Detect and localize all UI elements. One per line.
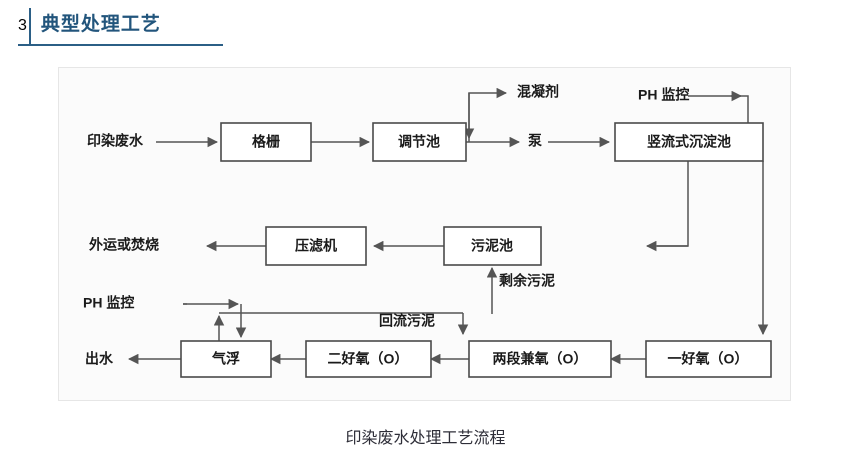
- label-ph-monitor-top: PH 监控: [638, 87, 689, 103]
- node-sludge-pond-label: 污泥池: [471, 238, 513, 254]
- section-number: 3: [18, 17, 27, 34]
- label-influent: 印染废水: [87, 133, 144, 149]
- node-aerobic-second-box[interactable]: [305, 340, 432, 378]
- node-sludge-pond[interactable]: 污泥池: [443, 226, 542, 266]
- node-air-flotation-box[interactable]: [180, 340, 272, 378]
- node-two-stage-anoxic[interactable]: 两段兼氧（O）: [468, 340, 612, 378]
- node-equalization-tank[interactable]: 调节池: [372, 122, 467, 162]
- section-header: 3 典型处理工艺: [18, 8, 223, 46]
- node-filter-press[interactable]: 压滤机: [265, 226, 367, 266]
- node-equalization-tank-label: 调节池: [398, 134, 440, 150]
- node-grille[interactable]: 格栅: [220, 122, 312, 162]
- node-sludge-pond-box[interactable]: [443, 226, 542, 266]
- node-aerobic-first-box[interactable]: [645, 340, 772, 378]
- node-two-stage-anoxic-label: 两段兼氧（O）: [493, 351, 588, 367]
- node-air-flotation-label: 气浮: [211, 351, 240, 367]
- node-sedimentation-tank[interactable]: 竖流式沉淀池: [614, 122, 764, 162]
- label-return-sludge: 回流污泥: [379, 313, 435, 329]
- label-effluent: 出水: [85, 351, 114, 367]
- node-sedimentation-tank-box[interactable]: [614, 122, 764, 162]
- node-two-stage-anoxic-box[interactable]: [468, 340, 612, 378]
- node-equalization-tank-box[interactable]: [372, 122, 467, 162]
- label-ph-monitor-bottom: PH 监控: [83, 295, 134, 311]
- diagram-caption: 印染废水处理工艺流程: [345, 430, 506, 447]
- line-sed-tank-to-sludge: [657, 161, 689, 247]
- node-aerobic-second-label: 二好氧（O）: [328, 351, 409, 367]
- node-aerobic-second[interactable]: 二好氧（O）: [305, 340, 432, 378]
- flow-connectors: [127, 87, 769, 365]
- line-to-coagulant: [468, 87, 508, 142]
- node-grille-label: 格栅: [252, 134, 280, 150]
- flowchart-svg: 格栅 调节池 竖流式沉淀池 压滤机 污泥池 气浮: [83, 84, 772, 378]
- label-coagulant: 混凝剂: [517, 84, 559, 100]
- node-filter-press-box[interactable]: [265, 226, 367, 266]
- flowchart-panel: 格栅 调节池 竖流式沉淀池 压滤机 污泥池 气浮: [58, 67, 791, 401]
- node-filter-press-label: 压滤机: [295, 238, 337, 254]
- node-grille-box[interactable]: [220, 122, 312, 162]
- flow-text-labels: 印染废水 混凝剂 泵 PH 监控 外运或焚烧 剩余污泥 PH 监控 回流污泥 出…: [83, 84, 689, 367]
- node-aerobic-first-label: 一好氧（O）: [668, 351, 749, 367]
- page-title: 典型处理工艺: [40, 14, 161, 35]
- label-excess-sludge: 剩余污泥: [499, 273, 555, 289]
- flow-nodes: 格栅 调节池 竖流式沉淀池 压滤机 污泥池 气浮: [180, 122, 772, 378]
- node-aerobic-first[interactable]: 一好氧（O）: [645, 340, 772, 378]
- node-air-flotation[interactable]: 气浮: [180, 340, 272, 378]
- label-pump: 泵: [528, 133, 542, 149]
- label-haul-or-burn: 外运或焚烧: [89, 237, 159, 253]
- section-divider: [28, 8, 31, 44]
- node-sedimentation-tank-label: 竖流式沉淀池: [647, 134, 731, 150]
